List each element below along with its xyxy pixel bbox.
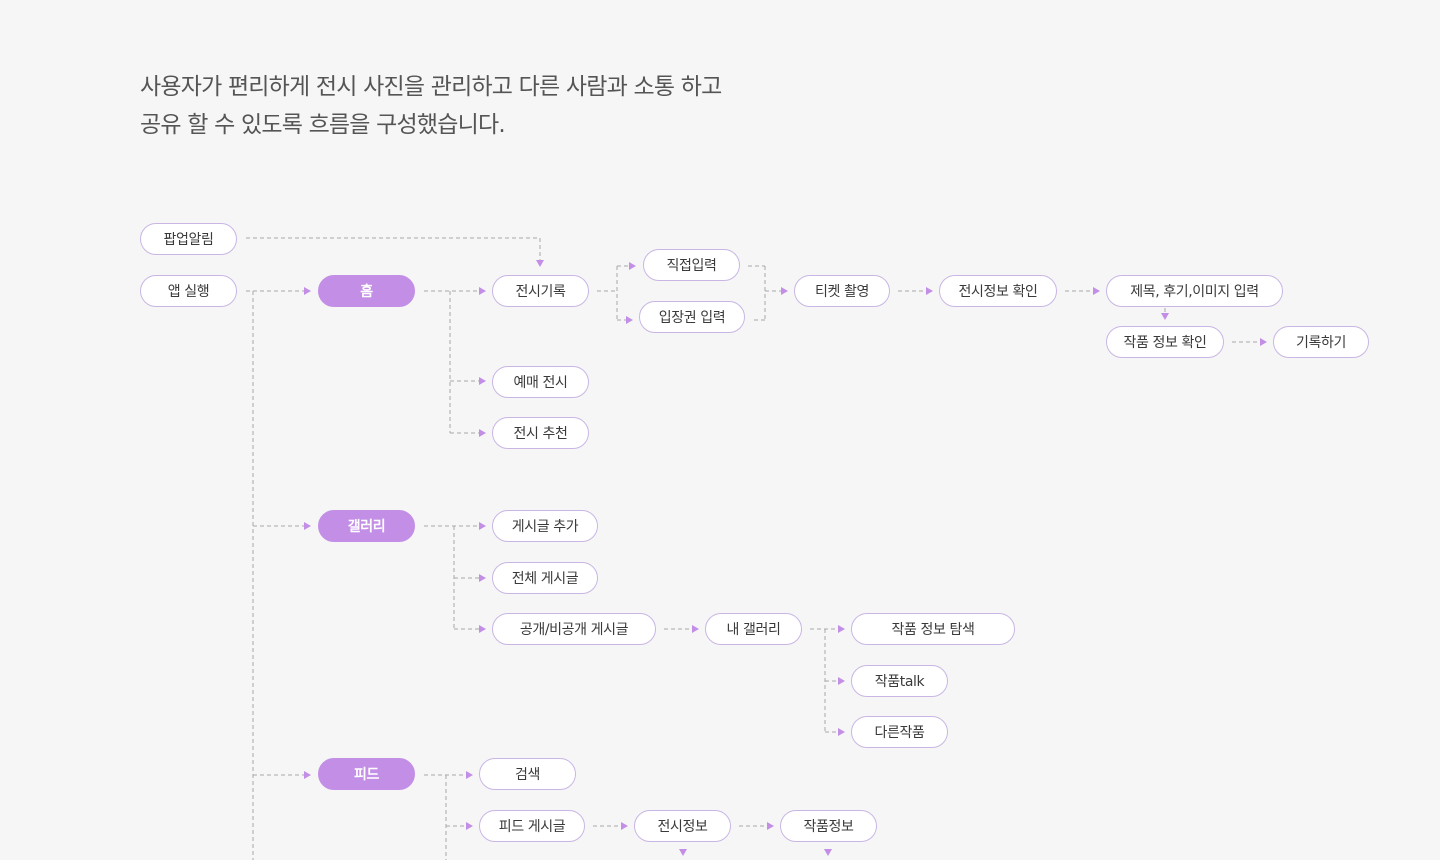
node-home: 홈 xyxy=(318,275,415,307)
intro-line-1: 사용자가 편리하게 전시 사진을 관리하고 다른 사람과 소통 하고 xyxy=(140,74,722,100)
node-my-gallery: 내 갤러리 xyxy=(705,613,802,645)
node-gallery: 갤러리 xyxy=(318,510,415,542)
node-add-post: 게시글 추가 xyxy=(492,510,598,542)
connector-arrowhead xyxy=(479,287,486,295)
node-other-artworks: 다른작품 xyxy=(851,716,948,748)
connector-arrowhead xyxy=(767,822,774,830)
connector-arrowhead xyxy=(838,728,845,736)
connector-arrowhead xyxy=(466,822,473,830)
node-feed-post: 피드 게시글 xyxy=(479,810,585,842)
node-booked-exhibition: 예매 전시 xyxy=(492,366,589,398)
node-exhibition-record: 전시기록 xyxy=(492,275,589,307)
connector-arrowhead xyxy=(466,771,473,779)
node-all-posts: 전체 게시글 xyxy=(492,562,598,594)
connector-arrowhead xyxy=(304,287,311,295)
connector-arrowhead xyxy=(479,522,486,530)
connector-arrowhead xyxy=(926,287,933,295)
connector-arrowhead xyxy=(479,625,486,633)
connector-arrowhead xyxy=(479,429,486,437)
connector-arrowhead xyxy=(1093,287,1100,295)
node-search: 검색 xyxy=(479,758,576,790)
intro-line-2: 공유 할 수 있도록 흐름을 구성했습니다. xyxy=(140,112,506,138)
connector-arrowhead xyxy=(479,574,486,582)
node-popup-alert: 팝업알림 xyxy=(140,223,237,255)
connector-arrowhead xyxy=(824,849,832,856)
connector-arrowhead xyxy=(838,677,845,685)
connector-arrowhead xyxy=(536,260,544,267)
connector-arrowhead xyxy=(1161,313,1169,320)
node-record: 기록하기 xyxy=(1273,326,1369,358)
connector-arrowhead xyxy=(838,625,845,633)
node-direct-input: 직접입력 xyxy=(643,249,740,281)
node-ticket-scan: 티켓 촬영 xyxy=(794,275,890,307)
connector-arrowhead xyxy=(1260,338,1267,346)
connector-arrowhead xyxy=(692,625,699,633)
node-title-review-image: 제목, 후기,이미지 입력 xyxy=(1106,275,1283,307)
connector-arrowhead xyxy=(679,849,687,856)
node-artwork-talk: 작품talk xyxy=(851,665,948,697)
connector-arrowhead xyxy=(621,822,628,830)
node-exhibition-info: 전시정보 xyxy=(634,810,731,842)
connector-arrowhead xyxy=(304,522,311,530)
connector-arrowhead xyxy=(304,771,311,779)
node-feed: 피드 xyxy=(318,758,415,790)
connector-arrowhead xyxy=(629,262,636,270)
connector-arrowhead xyxy=(781,287,788,295)
node-artwork-info-check: 작품 정보 확인 xyxy=(1106,326,1224,358)
connector-arrowhead xyxy=(479,377,486,385)
node-artwork-info: 작품정보 xyxy=(780,810,877,842)
node-exhibition-recommend: 전시 추천 xyxy=(492,417,589,449)
node-app-launch: 앱 실행 xyxy=(140,275,237,307)
node-ticket-input: 입장권 입력 xyxy=(639,301,745,333)
intro-text: 사용자가 편리하게 전시 사진을 관리하고 다른 사람과 소통 하고 공유 할 … xyxy=(140,68,722,144)
node-exhibition-info-check: 전시정보 확인 xyxy=(939,275,1057,307)
connector-arrowhead xyxy=(626,316,633,324)
node-artwork-info-explore: 작품 정보 탐색 xyxy=(851,613,1015,645)
node-public-private-posts: 공개/비공개 게시글 xyxy=(492,613,656,645)
